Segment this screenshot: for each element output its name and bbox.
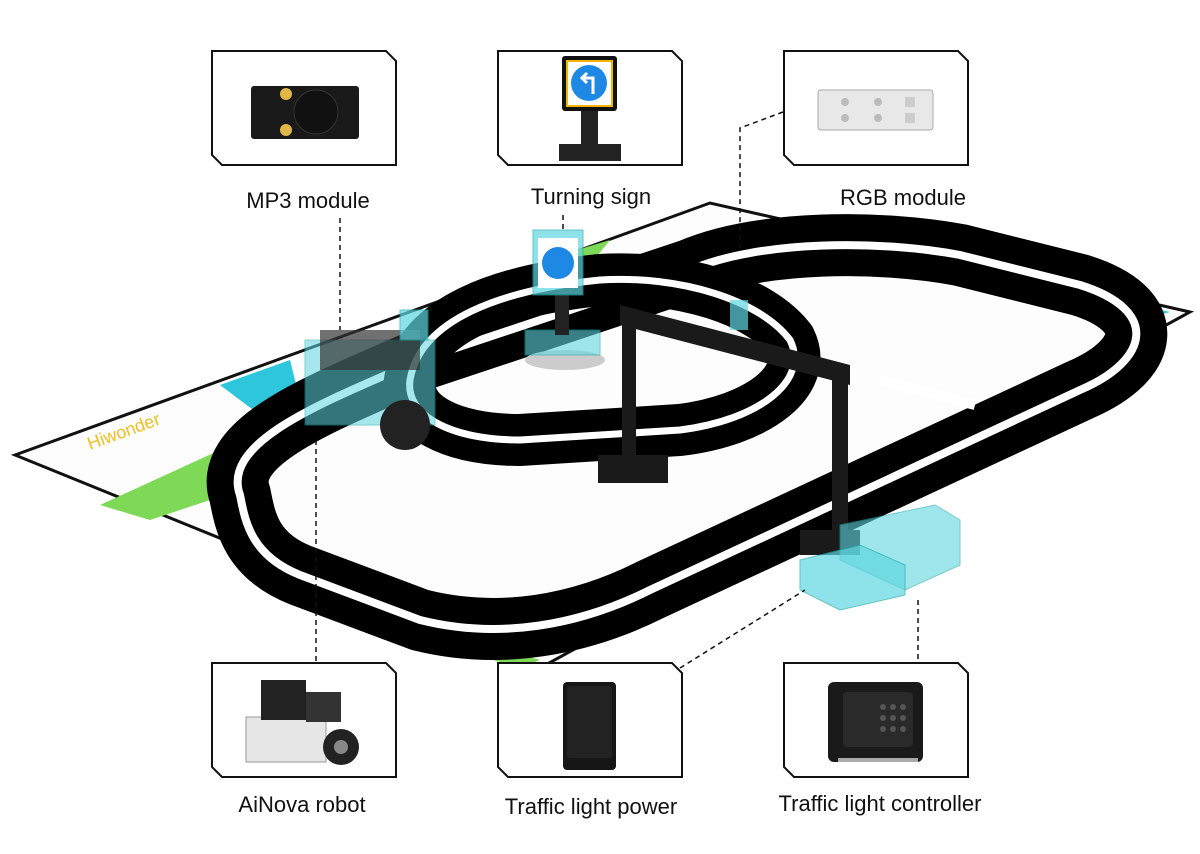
controller-on-map xyxy=(799,504,961,611)
mp3-module-label: MP3 module xyxy=(246,188,370,213)
turning-sign-card xyxy=(497,50,683,166)
rgb-module-icon xyxy=(817,89,934,131)
turning-sign-label: Turning sign xyxy=(530,184,652,209)
traffic-light-controller-card xyxy=(783,662,969,778)
ainova-robot-card xyxy=(211,662,397,778)
mp3-module-card xyxy=(211,50,397,166)
turning-sign-on-map xyxy=(524,229,605,370)
crosswalk-line xyxy=(878,375,977,410)
power-bank-icon xyxy=(563,682,616,770)
connector-lines xyxy=(315,111,919,669)
rgb-module-label: RGB module xyxy=(840,185,966,210)
rgb-module-card xyxy=(783,50,969,166)
mp3-module-icon xyxy=(251,86,359,139)
track-inner-line xyxy=(406,275,798,444)
robot-on-map xyxy=(304,309,436,450)
mat-green-patch xyxy=(100,450,240,520)
traffic-light-gantry xyxy=(598,300,860,555)
traffic-light-power-label: Traffic light power xyxy=(504,794,678,819)
ainova-robot-label: AiNova robot xyxy=(238,792,366,817)
controller-icon xyxy=(828,682,923,762)
traffic-light-controller-label: Traffic light controller xyxy=(778,791,982,816)
turning-sign-icon xyxy=(559,56,621,161)
robot-icon xyxy=(245,680,359,765)
traffic-light-power-card xyxy=(497,662,683,778)
